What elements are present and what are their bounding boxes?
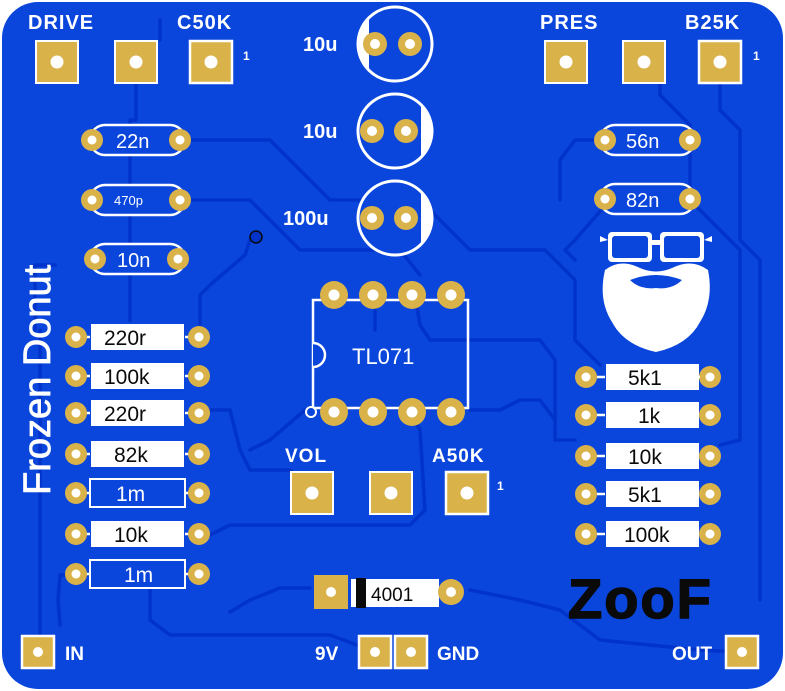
cap-100u-value: 100u xyxy=(283,208,329,230)
v9-label: 9V xyxy=(315,644,339,665)
drive-pot-pin1: 1 xyxy=(243,49,250,63)
resistor-right-1-value: 5k1 xyxy=(628,367,662,390)
film-cap-470p xyxy=(81,183,191,217)
cap-470p-value: 470p xyxy=(114,193,143,208)
resistor-left-4-value: 82k xyxy=(114,444,148,467)
electrolytic-cap-3 xyxy=(356,179,434,257)
drive-label: DRIVE xyxy=(28,12,94,34)
resistor-left-5-value: 1m xyxy=(116,483,145,506)
pres-pot-pads xyxy=(544,39,743,85)
ic-label: TL071 xyxy=(352,344,414,369)
pres-pot-value: B25K xyxy=(685,12,740,34)
resistor-left-3-value: 220r xyxy=(104,403,146,426)
resistor-right-2-value: 1k xyxy=(638,405,661,428)
diode-label: 4001 xyxy=(371,585,413,606)
pres-pot-pin1: 1 xyxy=(753,49,760,63)
in-label: IN xyxy=(65,644,84,665)
ic-dip8 xyxy=(305,281,470,426)
cap-10u-a-value: 10u xyxy=(303,34,337,56)
electrolytic-cap-2 xyxy=(356,92,434,170)
copper-traces xyxy=(33,18,762,654)
via-hole xyxy=(249,230,263,244)
drive-pot-value: C50K xyxy=(177,12,232,34)
film-cap-82n xyxy=(594,182,701,216)
vol-pot-value: A50K xyxy=(432,446,485,467)
resistor-right-5-value: 100k xyxy=(624,524,670,547)
gnd-pad xyxy=(393,634,429,670)
resistor-left-7-value: 1m xyxy=(124,564,153,587)
resistor-left-6-value: 10k xyxy=(114,524,148,547)
film-cap-22n xyxy=(81,123,191,157)
film-cap-10n xyxy=(84,242,189,276)
gnd-label: GND xyxy=(437,644,479,665)
right-resistor-bank xyxy=(575,362,721,549)
cap-56n-value: 56n xyxy=(626,131,659,153)
electrolytic-cap-1 xyxy=(356,5,434,83)
resistor-left-1-value: 220r xyxy=(104,327,146,350)
vol-label: VOL xyxy=(285,446,327,467)
cap-10u-b-value: 10u xyxy=(303,121,337,143)
diode-1n4001 xyxy=(314,575,464,609)
pres-label: PRES xyxy=(540,12,598,34)
cap-22n-value: 22n xyxy=(116,131,149,153)
drive-pot-pads xyxy=(35,39,234,85)
left-resistor-bank xyxy=(65,322,210,589)
resistor-right-3-value: 10k xyxy=(628,446,662,469)
cap-10n-value: 10n xyxy=(117,250,150,272)
board-title-vertical: Frozen Donut xyxy=(17,264,59,495)
resistor-right-4-value: 5k1 xyxy=(628,484,662,507)
resistor-left-2-value: 100k xyxy=(104,366,150,389)
vol-pot-pads xyxy=(290,470,490,516)
out-label: OUT xyxy=(672,644,713,665)
in-pad xyxy=(20,634,56,670)
film-cap-56n xyxy=(594,123,701,157)
cap-82n-value: 82n xyxy=(626,190,659,212)
zoof-logo: ZooF xyxy=(568,567,713,630)
beard-glasses-icon xyxy=(600,232,712,352)
vol-pot-pin1: 1 xyxy=(497,479,504,493)
out-pad xyxy=(724,634,760,670)
v9-pad xyxy=(357,634,393,670)
